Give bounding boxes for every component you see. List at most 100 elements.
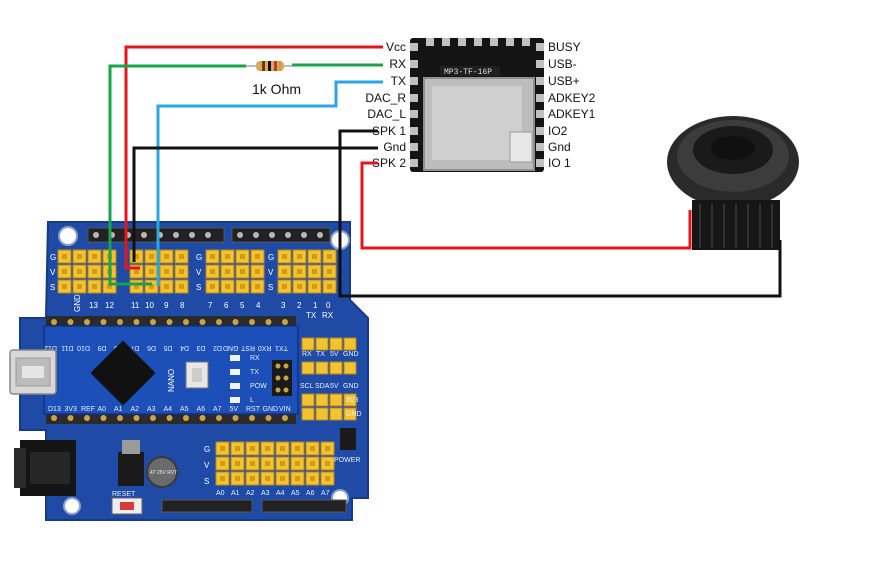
mp3-module-pads <box>410 38 544 167</box>
analog-gvs-headers <box>215 441 335 486</box>
header-pin <box>343 407 357 421</box>
nano-pin-label: A1 <box>114 406 123 413</box>
header-pin <box>329 361 343 375</box>
nano-pin <box>100 319 107 325</box>
pin-label-gnd: GND <box>73 294 82 312</box>
shield-reset-button: RESET <box>111 491 143 515</box>
gvs-label: V <box>196 268 202 277</box>
nano-pin <box>150 319 156 325</box>
header-pin <box>301 337 315 351</box>
gvs-label: G <box>196 253 202 262</box>
mp3-pad <box>490 38 498 46</box>
mp3-right-pin-label: USB- <box>548 57 577 71</box>
mp3-pad <box>410 127 418 135</box>
mp3-right-pin-label: ADKEY2 <box>548 91 596 105</box>
mp3-pad <box>474 38 482 46</box>
gnd-side-label: GND <box>346 411 362 418</box>
analog-pin-label: A1 <box>231 490 240 497</box>
nano-pin <box>216 319 222 325</box>
speaker-wire-2 <box>360 161 692 250</box>
nano-pin <box>150 415 156 421</box>
nano-pin <box>282 319 288 325</box>
header-pin <box>343 361 357 375</box>
led-label-l: L <box>250 397 254 404</box>
nano-pin <box>183 319 189 325</box>
nano-pin <box>232 415 239 421</box>
analog-pin-label: A2 <box>246 490 255 497</box>
mp3-left-pin-label: DAC_L <box>367 107 406 121</box>
mp3-pad <box>410 77 418 85</box>
nano-pin-label: 5V <box>230 406 239 413</box>
nano-board <box>43 325 299 415</box>
nano-pin-label: D11 <box>61 344 73 351</box>
nano-pin <box>183 415 189 421</box>
pin-label-6: 6 <box>224 301 229 310</box>
nano-pin <box>249 415 255 421</box>
mounting-hole-icon <box>63 497 81 515</box>
nano-pin <box>199 415 206 421</box>
i2c-header-label: SDA <box>315 383 330 390</box>
rx-wire <box>108 64 246 286</box>
analog-pin-label: A4 <box>276 490 285 497</box>
mp3-pad <box>410 94 418 102</box>
uart-header-label: 5V <box>330 351 339 358</box>
pin-label-11: 11 <box>131 301 140 310</box>
dc-power-jack <box>14 440 76 496</box>
nano-pin <box>282 415 288 421</box>
pin-label-tx: TX <box>306 311 317 320</box>
gvs-label: S <box>196 283 201 292</box>
nano-pin-label: A7 <box>213 406 222 413</box>
mp3-pad <box>506 38 514 46</box>
nano-pin <box>117 319 123 325</box>
pin-label-9: 9 <box>164 301 169 310</box>
reset-label: RESET <box>112 491 136 498</box>
nano-pin-label: D10 <box>77 344 90 351</box>
gvs-label: V <box>268 268 274 277</box>
pin-label-0: 0 <box>326 301 331 310</box>
mp3-right-pin-label: ADKEY1 <box>548 107 596 121</box>
nano-pin-label: GND <box>263 406 279 413</box>
mp3-pad <box>442 38 450 46</box>
mp3-right-pin-label: IO 1 <box>548 156 571 170</box>
uart-header-label: TX <box>316 351 325 358</box>
nano-pin-label: D5 <box>163 344 172 351</box>
nano-pin <box>133 319 140 325</box>
pin-label-5: 5 <box>240 301 245 310</box>
gvs-label: S <box>268 283 273 292</box>
mp3-pad <box>410 143 418 151</box>
header-pin <box>315 361 329 375</box>
gvs-label: V <box>50 268 56 277</box>
pin-label-1: 1 <box>313 301 318 310</box>
nano-pin <box>133 415 140 421</box>
nano-pin-label: D12 <box>44 344 57 351</box>
nano-pin-label: A6 <box>197 406 206 413</box>
microcontroller-chip <box>90 340 156 406</box>
nano-pin-label: D13 <box>48 406 61 413</box>
capacitor-label: 47 25V RVT <box>150 470 177 476</box>
analog-pin-label: A7 <box>321 490 330 497</box>
nano-label: NANO <box>167 369 176 392</box>
nano-pin <box>232 319 239 325</box>
nano-pin-label: D7 <box>130 344 139 351</box>
speaker-wire-1 <box>338 129 782 298</box>
nano-pin <box>216 415 222 421</box>
mp3-pad <box>536 60 544 68</box>
tx-wire <box>156 80 383 286</box>
mp3-pad <box>536 159 544 167</box>
mp3-pad <box>536 43 544 51</box>
gvs-label: S <box>50 283 55 292</box>
gvs-label: G <box>50 253 56 262</box>
mp3-left-pin-label: SPK 2 <box>372 156 406 170</box>
mp3-left-pin-label: Gnd <box>383 140 406 154</box>
nano-pin <box>265 319 272 325</box>
speaker <box>667 116 799 250</box>
three-volt-label: 3V3 <box>346 397 359 404</box>
mp3-right-pin-label: USB+ <box>548 74 580 88</box>
gvs-label: G <box>204 445 210 454</box>
nano-pin-label: GND <box>223 344 239 351</box>
nano-pin-label: REF <box>81 406 95 413</box>
nano-pin <box>117 415 123 421</box>
pin-label-13: 13 <box>89 301 98 310</box>
